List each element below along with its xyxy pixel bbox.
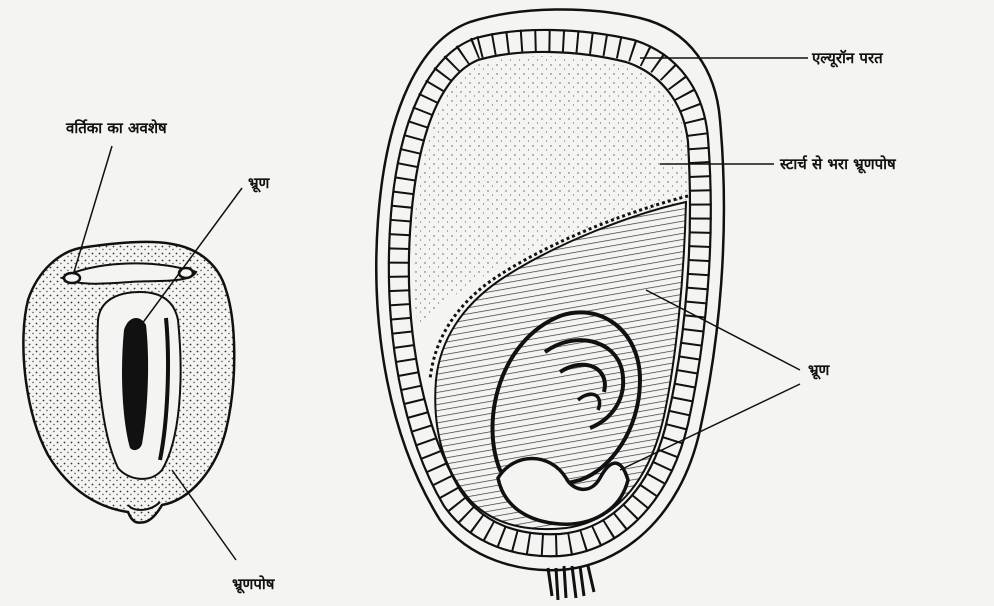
label-embryo-right: भ्रूण bbox=[808, 360, 829, 380]
label-aleurone-layer: एल्यूरॉन परत bbox=[812, 48, 883, 68]
style-remnant-left-dot bbox=[64, 273, 80, 283]
right-seed bbox=[376, 9, 724, 600]
left-grain bbox=[23, 242, 234, 523]
seed-base-hairs bbox=[548, 566, 594, 600]
label-starch-endosperm: स्टार्च से भरा भ्रूणपोष bbox=[780, 154, 896, 174]
label-embryo-left: भ्रूण bbox=[248, 173, 269, 193]
label-style-remnant: वर्तिका का अवशेष bbox=[66, 118, 167, 138]
leader-endosperm-left bbox=[172, 470, 236, 560]
label-endosperm-left: भ्रूणपोष bbox=[232, 574, 274, 594]
